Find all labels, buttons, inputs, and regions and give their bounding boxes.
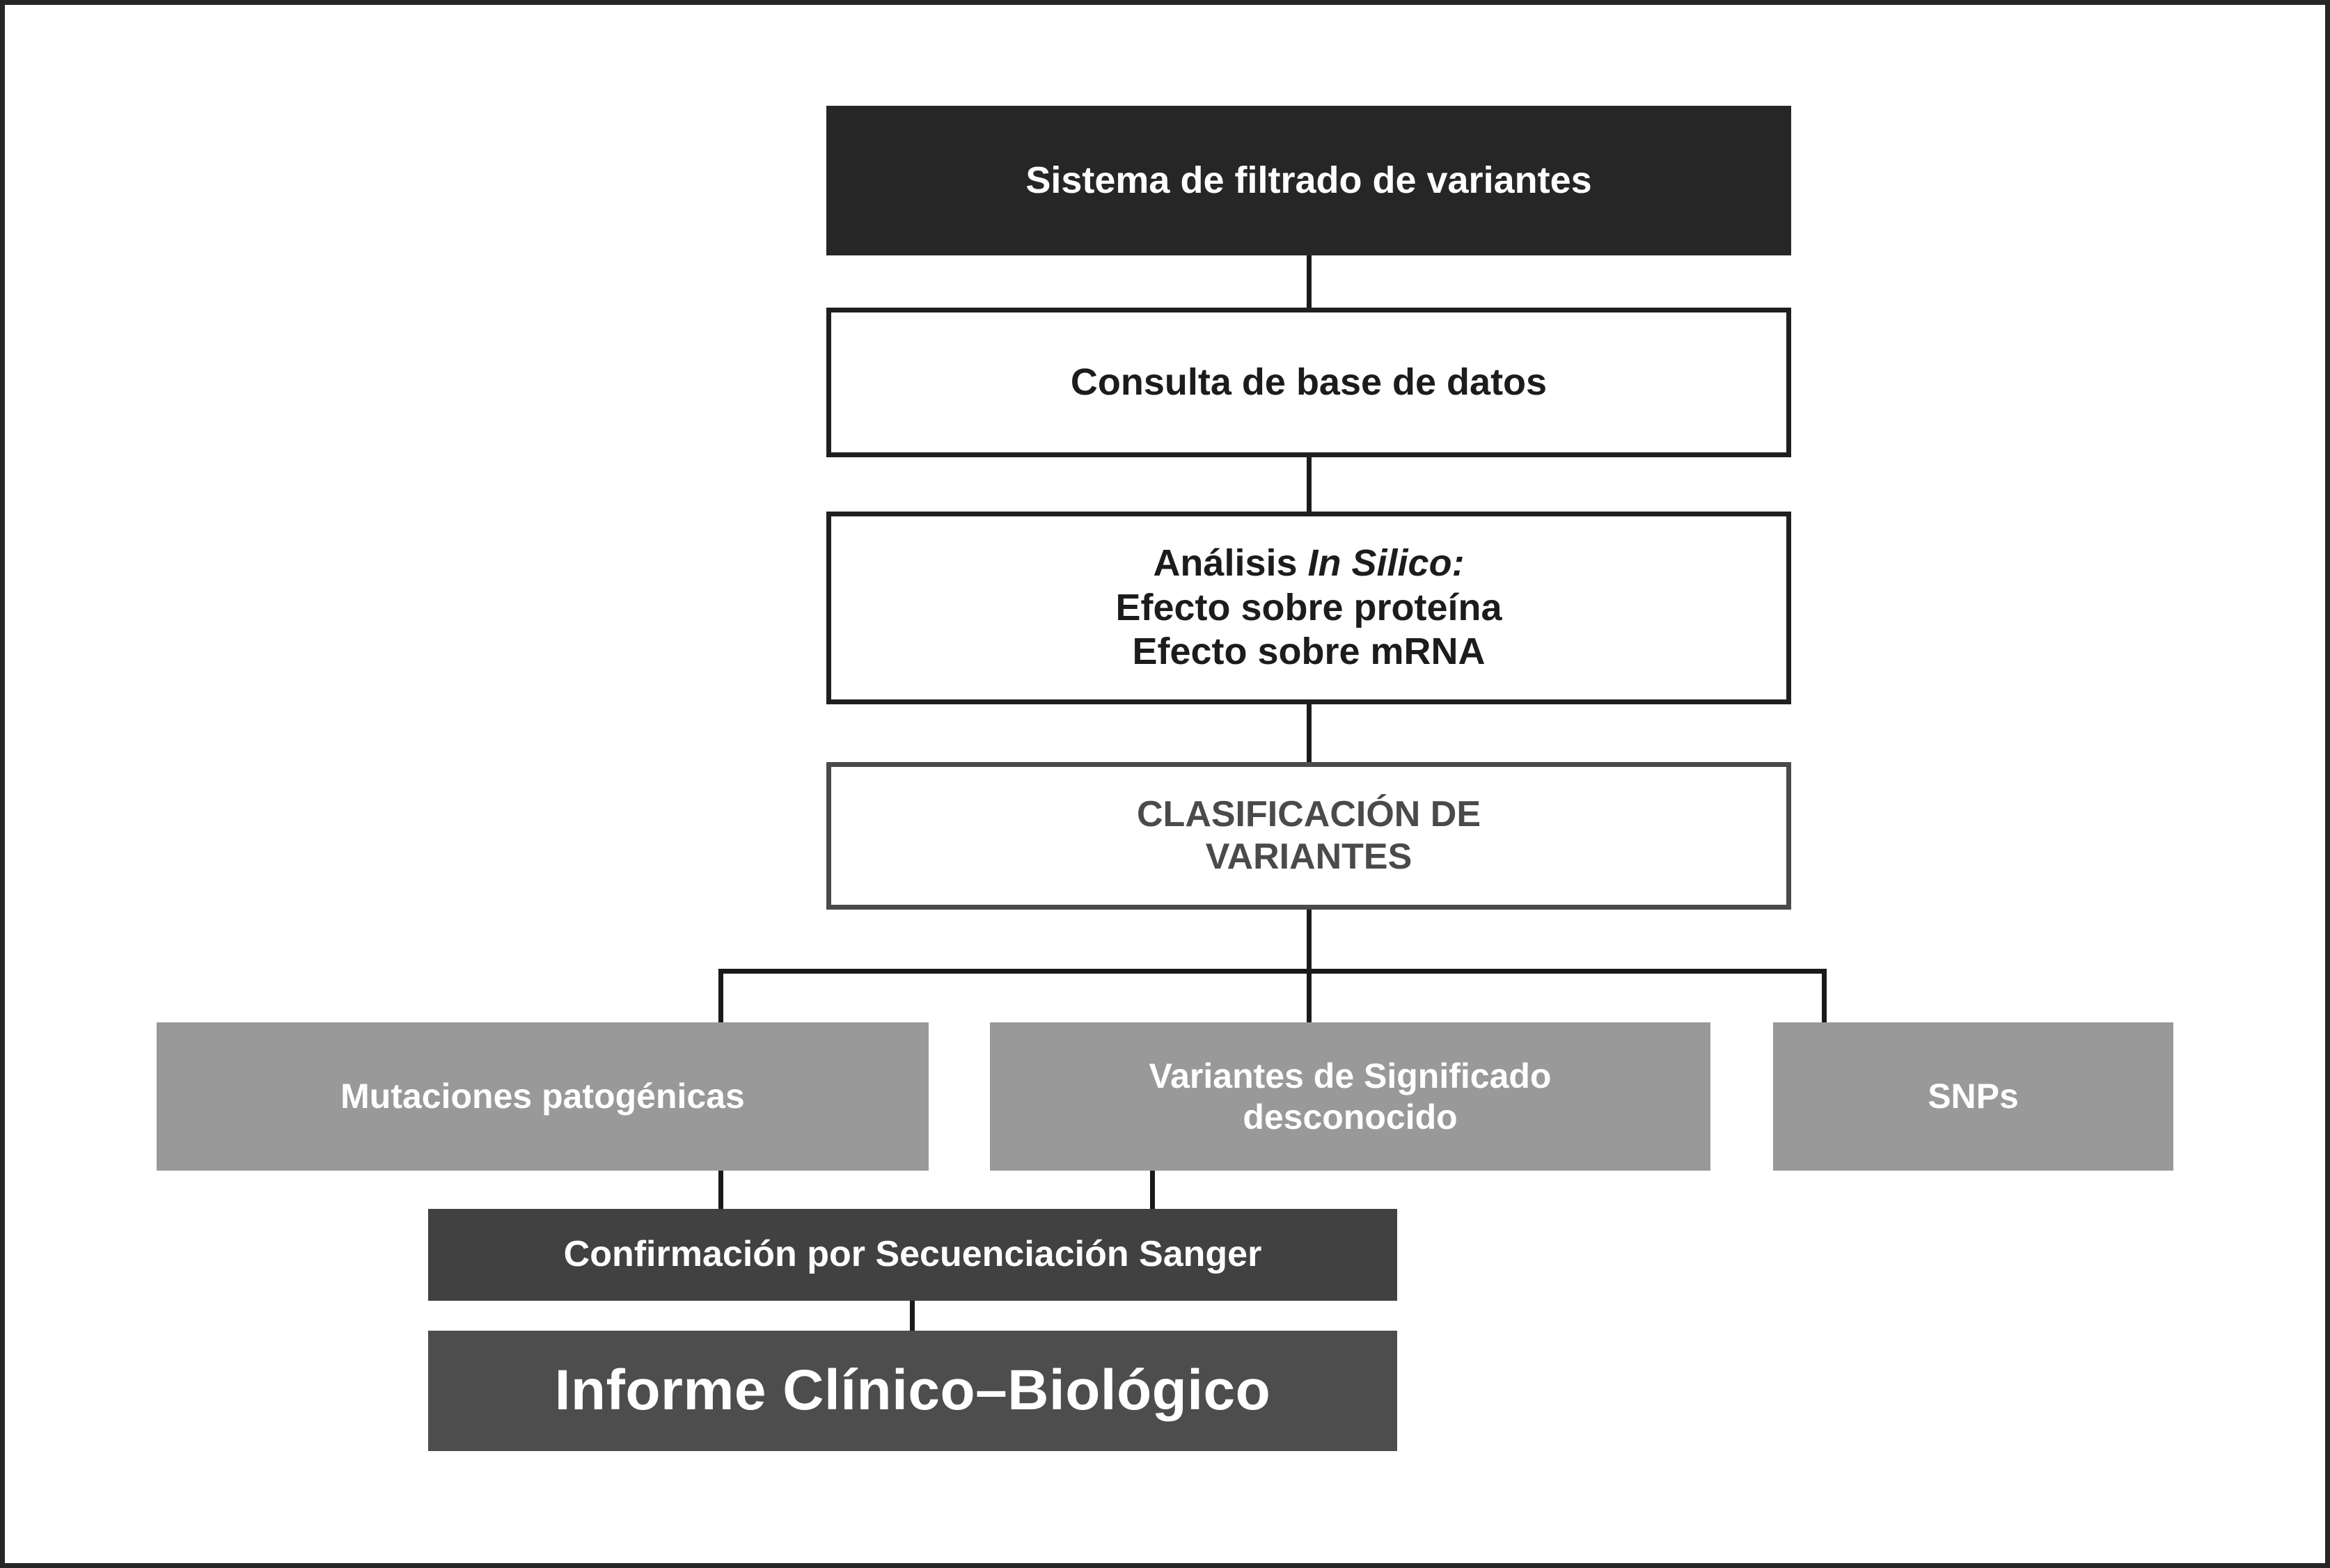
node-vus-line1: Variantes de Significado (1149, 1056, 1552, 1095)
node-in-silico-line1: Análisis In Silico: (1153, 541, 1465, 584)
connector-database-query-to-in-silico (1307, 454, 1312, 514)
connector-pathogenic-to-sanger (718, 1167, 723, 1212)
connector-in-silico-to-classification (1307, 702, 1312, 765)
connector-branch-bar (718, 969, 1827, 974)
node-database-query-label: Consulta de base de datos (1070, 361, 1548, 403)
node-clinical-biological-report[interactable]: Informe Clínico–Biológico (428, 1331, 1397, 1451)
node-sanger-confirmation[interactable]: Confirmación por Secuenciación Sanger (428, 1209, 1397, 1301)
node-header[interactable]: Sistema de filtrado de variantes (826, 106, 1791, 255)
node-classification[interactable]: CLASIFICACIÓN DE VARIANTES (826, 762, 1791, 910)
node-vus-line2: desconocido (1243, 1097, 1458, 1137)
connector-header-to-database-query (1307, 253, 1312, 310)
node-header-label: Sistema de filtrado de variantes (1025, 159, 1592, 201)
node-in-silico-line2: Efecto sobre proteína (1115, 586, 1502, 628)
node-classification-label: CLASIFICACIÓN DE VARIANTES (831, 793, 1786, 879)
connector-vus-to-sanger (1150, 1167, 1155, 1212)
connector-sanger-to-report (910, 1298, 915, 1334)
connector-branch-to-snps (1822, 969, 1827, 1024)
node-in-silico-line3: Efecto sobre mRNA (1132, 631, 1486, 673)
node-pathogenic-mutations[interactable]: Mutaciones patogénicas (157, 1022, 929, 1171)
node-in-silico[interactable]: Análisis In Silico: Efecto sobre proteín… (826, 512, 1791, 704)
node-classification-line2: VARIANTES (1205, 837, 1412, 877)
node-snps-label: SNPs (1928, 1077, 2019, 1116)
connector-branch-to-vus (1307, 969, 1312, 1024)
node-sanger-confirmation-label: Confirmación por Secuenciación Sanger (563, 1234, 1262, 1275)
connector-branch-to-pathogenic (718, 969, 723, 1024)
node-variants-unknown-significance[interactable]: Variantes de Significado desconocido (990, 1022, 1710, 1171)
node-in-silico-italic-term: In Silico: (1307, 541, 1465, 584)
node-variants-unknown-significance-label: Variantes de Significado desconocido (990, 1056, 1710, 1138)
node-clinical-biological-report-label: Informe Clínico–Biológico (554, 1359, 1271, 1423)
node-in-silico-label: Análisis In Silico: Efecto sobre proteín… (831, 541, 1786, 674)
node-classification-line1: CLASIFICACIÓN DE (1137, 793, 1481, 834)
connector-classification-to-branch (1307, 907, 1312, 974)
node-snps[interactable]: SNPs (1773, 1022, 2173, 1171)
node-database-query[interactable]: Consulta de base de datos (826, 308, 1791, 457)
node-pathogenic-mutations-label: Mutaciones patogénicas (340, 1077, 745, 1116)
